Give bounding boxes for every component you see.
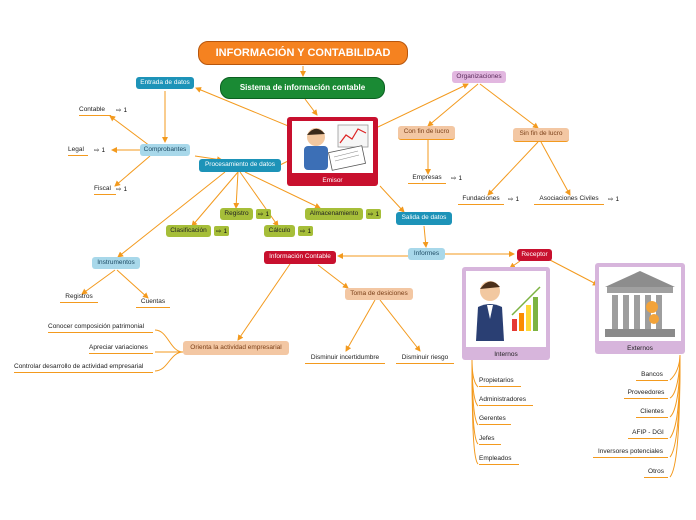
businessman-illustration (466, 271, 546, 347)
externos-item[interactable]: Otros (644, 468, 668, 478)
fundaciones-comment-badge[interactable]: ⇨1 (508, 195, 520, 204)
comment-icon: ⇨ (258, 211, 264, 218)
externos-item[interactable]: Proveedores (624, 389, 668, 399)
almacenamiento-node[interactable]: Almacenamiento (305, 208, 363, 220)
comment-icon: ⇨ (368, 211, 374, 218)
orienta-item[interactable]: Apreciar variaciones (89, 344, 153, 354)
calculo-node[interactable]: Cálculo (264, 225, 295, 237)
comment-icon: ⇨ (608, 196, 614, 203)
registro-comment-badge[interactable]: ⇨1 (256, 209, 272, 219)
empresas-node[interactable]: Empresas (408, 174, 446, 184)
orienta-node[interactable]: Orienta la actividad empresarial (183, 341, 289, 355)
comment-icon: ⇨ (451, 175, 457, 182)
map-title: INFORMACIÓN Y CONTABILIDAD (198, 41, 408, 65)
comment-icon: ⇨ (216, 228, 222, 235)
con-fin-node[interactable]: Con fin de lucro (398, 126, 455, 140)
fiscal-node[interactable]: Fiscal (94, 185, 116, 195)
comment-icon: ⇨ (116, 107, 122, 114)
comment-count: 1 (101, 146, 106, 154)
fiscal-comment-badge[interactable]: ⇨1 (116, 185, 128, 194)
comment-icon: ⇨ (116, 186, 122, 193)
internos-item[interactable]: Propietarios (479, 377, 521, 387)
asociaciones-node[interactable]: Asociaciones Civiles (534, 195, 604, 205)
comment-count: 1 (307, 227, 312, 235)
almacenamiento-comment-badge[interactable]: ⇨1 (366, 209, 382, 219)
organizaciones-node[interactable]: Organizaciones (452, 71, 506, 83)
orienta-item[interactable]: Conocer composición patrimonial (48, 323, 153, 333)
registros-node[interactable]: Registros (60, 293, 98, 303)
comment-count: 1 (223, 227, 228, 235)
externos-item[interactable]: AFIP - DGI (628, 429, 668, 439)
asociaciones-comment-badge[interactable]: ⇨1 (608, 195, 620, 204)
emisor-label: Emisor (322, 176, 343, 184)
internos-item[interactable]: Empleados (479, 455, 519, 465)
comment-count: 1 (123, 185, 128, 193)
empresas-comment-badge[interactable]: ⇨1 (451, 174, 463, 183)
sin-fin-node[interactable]: Sin fin de lucro (513, 128, 569, 142)
clasificacion-node[interactable]: Clasificación (166, 225, 211, 237)
externos-label: Externos (627, 344, 653, 352)
internos-item[interactable]: Jefes (479, 435, 501, 445)
internos-item[interactable]: Gerentes (479, 415, 511, 425)
internos-card[interactable]: Internos (462, 267, 550, 360)
orienta-item[interactable]: Controlar desarrollo de actividad empres… (14, 363, 153, 373)
comment-icon: ⇨ (300, 228, 306, 235)
legal-comment-badge[interactable]: ⇨1 (94, 146, 106, 155)
instrumentos-node[interactable]: Instrumentos (92, 257, 140, 269)
contable-node[interactable]: Contable (79, 106, 111, 116)
bank-building-illustration (599, 267, 681, 341)
disminuir-riesgo-node[interactable]: Disminuir riesgo (396, 353, 454, 364)
comment-count: 1 (375, 210, 380, 218)
accountant-illustration (292, 121, 373, 173)
comment-count: 1 (123, 106, 128, 114)
disminuir-incertidumbre-node[interactable]: Disminuir incertidumbre (305, 353, 385, 364)
informes-node[interactable]: Informes (408, 248, 445, 260)
externos-card[interactable]: Externos (595, 263, 685, 354)
externos-item[interactable]: Clientes (636, 408, 668, 418)
salida-node[interactable]: Salida de datos (396, 212, 452, 225)
comment-count: 1 (615, 195, 620, 203)
comment-count: 1 (458, 174, 463, 182)
cuentas-node[interactable]: Cuentas (136, 298, 170, 308)
comment-icon: ⇨ (508, 196, 514, 203)
system-node[interactable]: Sistema de información contable (220, 77, 385, 99)
internos-item[interactable]: Administradores (479, 396, 533, 406)
info-contable-node[interactable]: Información Contable (264, 251, 336, 264)
emisor-card[interactable]: Emisor (287, 117, 378, 186)
toma-node[interactable]: Toma de desiciones (345, 288, 413, 300)
calculo-comment-badge[interactable]: ⇨1 (298, 226, 314, 236)
comment-count: 1 (515, 195, 520, 203)
externos-item[interactable]: Inversores potenciales (593, 448, 668, 458)
comment-icon: ⇨ (94, 147, 100, 154)
internos-label: Internos (494, 350, 518, 358)
entrada-node[interactable]: Entrada de datos (136, 77, 194, 89)
contable-comment-badge[interactable]: ⇨1 (116, 106, 128, 115)
fundaciones-node[interactable]: Fundaciones (458, 195, 504, 205)
comment-count: 1 (265, 210, 270, 218)
procesamiento-node[interactable]: Procesamiento de datos (199, 159, 281, 172)
legal-node[interactable]: Legal (68, 146, 88, 156)
externos-item[interactable]: Bancos (636, 371, 668, 381)
comprobantes-node[interactable]: Comprobantes (140, 144, 190, 156)
registro-node[interactable]: Registro (220, 208, 253, 220)
clasificacion-comment-badge[interactable]: ⇨1 (214, 226, 230, 236)
receptor-node[interactable]: Receptor (517, 249, 552, 261)
